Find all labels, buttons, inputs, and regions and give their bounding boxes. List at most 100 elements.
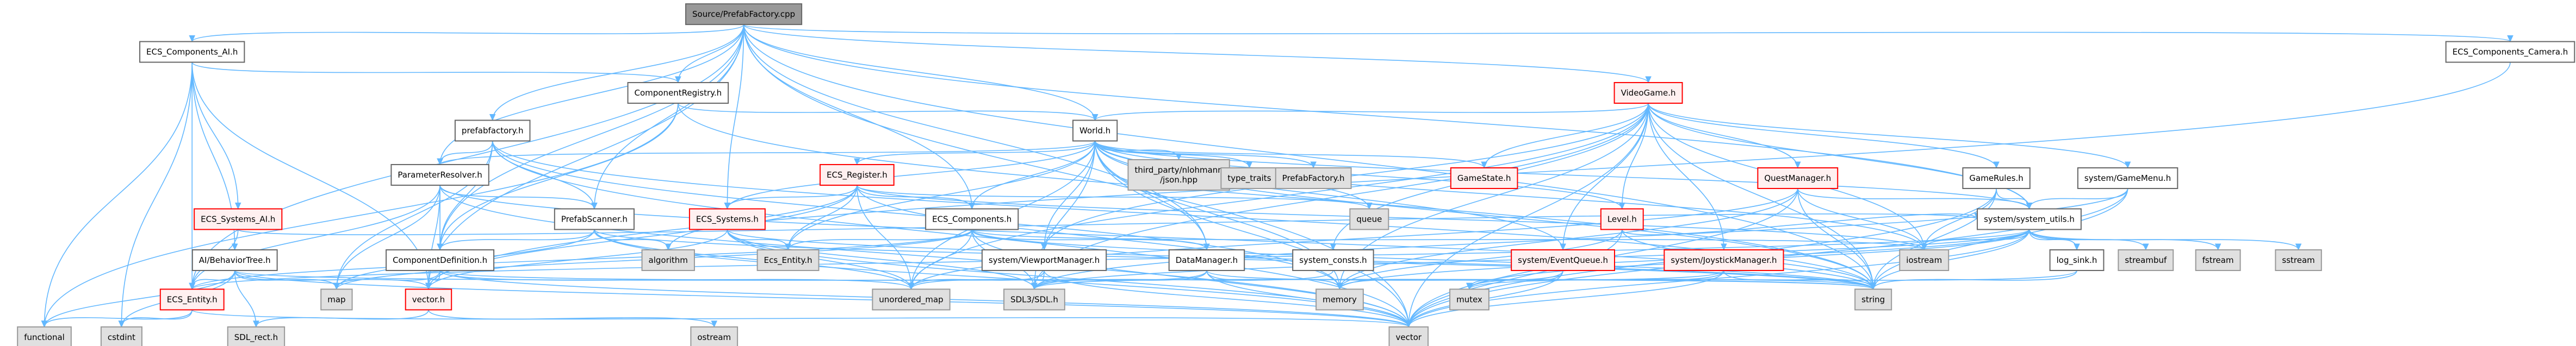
graph-node-viewport[interactable]: system/ViewportManager.h: [981, 249, 1107, 271]
edge-comp_registry-to-world: [678, 103, 1096, 121]
edge-level-to-memory: [1339, 229, 1623, 290]
edge-world-to-ecs_register: [856, 141, 1096, 165]
graph-node-vector[interactable]: vector: [1388, 326, 1429, 346]
edge-gamemenu-to-system_utils: [2028, 188, 2128, 209]
edge-ecs_comp_ai-to-ecs_systems_ai: [191, 62, 239, 209]
edge-videogame-to-joystick: [1648, 103, 1724, 250]
graph-node-world[interactable]: World.h: [1072, 119, 1118, 142]
graph-node-gamemenu[interactable]: system/GameMenu.h: [2077, 167, 2178, 190]
node-box: [1388, 326, 1429, 346]
graph-node-memory[interactable]: memory: [1315, 288, 1364, 311]
node-box: [1854, 288, 1892, 311]
graph-node-sdl-rect[interactable]: SDL_rect.h: [227, 326, 285, 346]
graph-node-prefabscanner[interactable]: PrefabScanner.h: [554, 208, 635, 230]
graph-node-comp-definition[interactable]: ComponentDefinition.h: [386, 249, 495, 271]
edge-level-to-vector: [1408, 229, 1623, 327]
graph-node-sdl[interactable]: SDL3/SDL.h: [1003, 288, 1065, 311]
graph-node-ecs-register[interactable]: ECS_Register.h: [820, 163, 895, 186]
graph-node-ecs-systems-ai[interactable]: ECS_Systems_AI.h: [194, 208, 283, 230]
graph-node-queue[interactable]: queue: [1349, 208, 1389, 230]
edge-joystick-to-sdl: [1034, 270, 1724, 290]
edge-ecs_comp_ai-to-functional: [44, 62, 193, 327]
node-label: SDL3/SDL.h: [1010, 294, 1058, 304]
edge-system_utils-to-iostream: [1923, 229, 2030, 250]
graph-node-algorithm[interactable]: algorithm: [641, 249, 695, 271]
edge-prefabscanner-to-unordered_map: [594, 229, 912, 290]
graph-node-log-sink[interactable]: log_sink.h: [2049, 249, 2105, 271]
graph-node-gamestate[interactable]: GameState.h: [1450, 167, 1518, 190]
graph-node-ecs-components[interactable]: ECS_Components.h: [925, 208, 1019, 230]
node-label: Level.h: [1607, 214, 1637, 224]
graph-node-level[interactable]: Level.h: [1600, 208, 1644, 230]
node-box: [690, 326, 738, 346]
edge-arrowhead: [1203, 243, 1210, 251]
node-box: [454, 119, 531, 142]
node-label: streambuf: [2125, 255, 2167, 265]
graph-node-vector-h[interactable]: vector.h: [405, 288, 452, 311]
graph-node-streambuf[interactable]: streambuf: [2118, 249, 2174, 271]
graph-node-ecs-comp-cam[interactable]: ECS_Components_Camera.h: [2445, 41, 2575, 63]
edge-behaviortree-to-functional: [44, 270, 235, 327]
graph-node-comp-registry[interactable]: ComponentRegistry.h: [627, 82, 729, 104]
node-label: prefabfactory.h: [462, 125, 524, 135]
graph-node-ostream[interactable]: ostream: [690, 326, 738, 346]
graph-node-ecs-systems[interactable]: ECS_Systems.h: [688, 208, 766, 230]
node-label: Source/PrefabFactory.cpp: [692, 9, 795, 19]
graph-node-ecs-comp-ai[interactable]: ECS_Components_AI.h: [139, 41, 245, 63]
edge-arrowhead: [1466, 282, 1473, 290]
graph-node-cstdint[interactable]: cstdint: [100, 326, 142, 346]
edge-ecs_components-to-ecs_entity_sys: [787, 229, 973, 250]
graph-node-videogame[interactable]: VideoGame.h: [1613, 82, 1683, 104]
graph-node-gamerules[interactable]: GameRules.h: [1962, 167, 2031, 190]
graph-node-questmanager[interactable]: QuestManager.h: [1757, 167, 1839, 190]
node-box: [925, 208, 1019, 230]
graph-node-functional[interactable]: functional: [17, 326, 72, 346]
graph-node-iostream[interactable]: iostream: [1899, 249, 1950, 271]
graph-node-prefabfactory-h[interactable]: prefabfactory.h: [454, 119, 531, 142]
edge-comp_registry-to-string: [678, 103, 1874, 290]
edge-arrowhead: [675, 76, 681, 84]
edge-level-to-system_utils: [1621, 213, 1978, 236]
graph-node-datamanager[interactable]: DataManager.h: [1168, 249, 1245, 271]
node-box: [2445, 41, 2575, 63]
graph-node-unordered-map[interactable]: unordered_map: [872, 288, 951, 311]
node-box: [820, 163, 895, 186]
graph-node-root[interactable]: Source/PrefabFactory.cpp: [685, 3, 803, 26]
graph-node-system-consts[interactable]: system_consts.h: [1292, 249, 1374, 271]
graph-node-sstream[interactable]: sstream: [2275, 249, 2322, 271]
graph-node-ecs-entity[interactable]: ECS_Entity.h: [159, 288, 225, 311]
edge-world-to-vector: [1094, 141, 1410, 327]
graph-node-fstream[interactable]: fstream: [2195, 249, 2241, 271]
node-label: functional: [24, 332, 65, 342]
node-label: VideoGame.h: [1621, 88, 1676, 98]
graph-node-type-traits[interactable]: type_traits: [1220, 167, 1278, 190]
node-box: [981, 249, 1107, 271]
node-label: World.h: [1079, 125, 1110, 135]
edge-arrowhead: [253, 320, 259, 328]
edge-world-to-PrefabFactory_H: [1094, 141, 1314, 168]
node-label: DataManager.h: [1176, 255, 1238, 265]
graph-node-prefabfactory-h[interactable]: PrefabFactory.h: [1275, 167, 1352, 190]
node-box: [688, 208, 766, 230]
edge-ecs_register-to-ecs_entity_sys: [787, 185, 858, 250]
edge-arrowhead: [189, 282, 195, 290]
graph-node-ecs-entity-sys[interactable]: Ecs_Entity.h: [756, 249, 820, 271]
node-label: ParameterResolver.h: [398, 170, 482, 180]
node-label: AI/BehaviorTree.h: [199, 255, 271, 265]
graph-node-map[interactable]: map: [320, 288, 353, 311]
node-label: /json.hpp: [1160, 175, 1197, 185]
graph-node-behaviortree[interactable]: AI/BehaviorTree.h: [191, 249, 278, 271]
node-label: memory: [1323, 294, 1357, 304]
graph-node-json[interactable]: third_party/nlohmann/json.hpp: [1127, 159, 1230, 191]
edge-prefabscanner-to-comp_definition: [439, 229, 595, 250]
graph-node-string[interactable]: string: [1854, 288, 1892, 311]
graph-node-param-resolver[interactable]: ParameterResolver.h: [390, 163, 489, 186]
graph-node-joystick[interactable]: system/JoystickManager.h: [1663, 249, 1784, 271]
edge-system_utils-to-ecs_entity: [191, 229, 2030, 290]
edge-arrowhead: [1405, 320, 1412, 328]
graph-node-eventqueue[interactable]: system/EventQueue.h: [1511, 249, 1615, 271]
node-box: [1449, 288, 1489, 311]
graph-node-system-utils[interactable]: system/system_utils.h: [1977, 208, 2082, 230]
graph-node-mutex[interactable]: mutex: [1449, 288, 1489, 311]
edge-videogame-to-questmanager: [1648, 103, 1798, 168]
